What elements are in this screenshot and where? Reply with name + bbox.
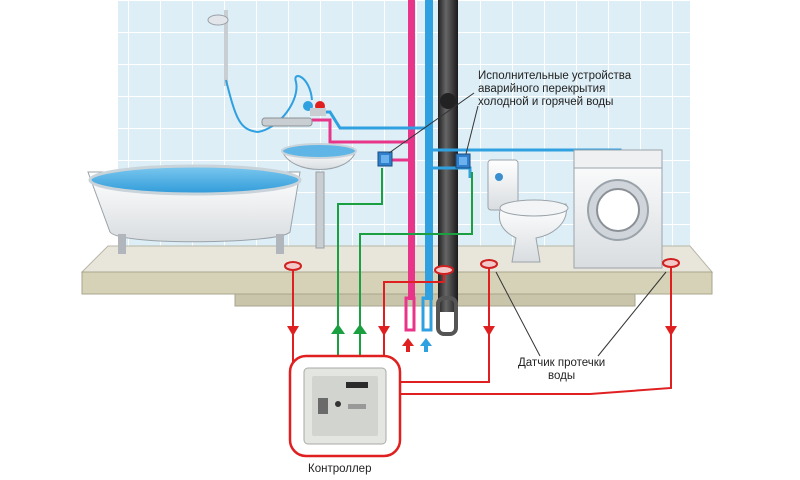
- leak-sensor-label-line-1: Датчик протечки: [518, 357, 606, 369]
- sewer-fitting: [440, 93, 456, 109]
- sink-icon: [281, 143, 357, 249]
- actuators-label-line-2: аварийного перекрытия: [478, 83, 606, 95]
- riser-stub-hot: [404, 296, 416, 332]
- actuators-label: Исполнительные устройства аварийного пер…: [478, 70, 631, 109]
- sewer-riser: [438, 0, 458, 312]
- control-arrows: [331, 324, 367, 334]
- actuator-callout-line-1: [388, 92, 475, 154]
- sensor-arrows: [287, 326, 677, 336]
- leak-sensor-label-line-2: воды: [548, 370, 576, 382]
- controller-icon: [288, 354, 402, 458]
- leak-sensor-icon: [284, 258, 680, 275]
- riser-stub-cold: [421, 296, 433, 332]
- cold-water-riser: [425, 0, 433, 300]
- actuators-label-line-3: холодной и горячей воды: [478, 96, 614, 108]
- hot-branch-pipe: [312, 118, 410, 144]
- riser-stub-sewer: [436, 296, 458, 336]
- mixer-tap: [261, 101, 326, 127]
- leak-sensor-label: Датчик протечки воды: [518, 357, 605, 383]
- hot-water-riser: [408, 0, 415, 300]
- cold-in-arrow: [420, 338, 432, 346]
- sensor-callout-line-1: [495, 271, 541, 357]
- actuator-callout-line-2: [465, 105, 479, 155]
- cold-valve-actuator: [455, 153, 471, 169]
- controller-label: Контроллер: [308, 463, 372, 475]
- hot-valve-actuator: [377, 151, 393, 167]
- under-floor-beam: [234, 293, 636, 307]
- sensor-callout-line-2: [597, 271, 667, 357]
- washing-machine-icon: [573, 149, 663, 269]
- bathtub-icon: [87, 164, 302, 254]
- control-wires: [337, 168, 473, 356]
- hot-in-arrow: [402, 338, 414, 346]
- toilet-icon: [487, 159, 569, 263]
- actuators-label-line-1: Исполнительные устройства: [478, 70, 632, 82]
